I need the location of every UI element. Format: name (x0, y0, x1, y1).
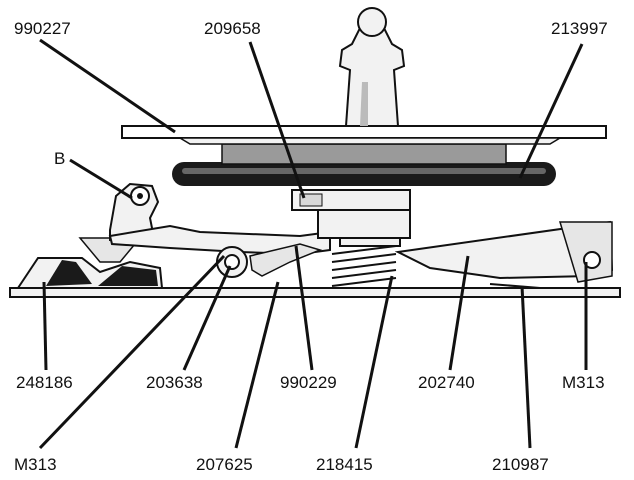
actuator-arm-990229 (108, 224, 331, 256)
label-248186: 248186 (16, 373, 73, 392)
spindle (338, 7, 406, 127)
label-990227: 990227 (14, 19, 71, 38)
belt-213997 (172, 162, 556, 186)
part-labels: 990227 209658 213997 B 248186 203638 990… (14, 19, 608, 474)
top-plate-990227 (121, 125, 607, 145)
pivot-203638 (216, 246, 248, 278)
label-202740: 202740 (418, 373, 475, 392)
label-m313-right: M313 (562, 373, 605, 392)
label-210987: 210987 (492, 455, 549, 474)
lever-202740 (394, 220, 614, 283)
label-m313-left: M313 (14, 455, 57, 474)
label-b: B (54, 149, 65, 168)
pawl-207625 (249, 243, 323, 277)
base-plate (9, 283, 621, 298)
label-203638: 203638 (146, 373, 203, 392)
spring-218415 (331, 237, 401, 287)
label-207625: 207625 (196, 455, 253, 474)
label-213997: 213997 (551, 19, 608, 38)
leader-lines (38, 38, 588, 450)
friction-pad (221, 143, 507, 165)
label-218415: 218415 (316, 455, 373, 474)
label-209658: 209658 (204, 19, 261, 38)
hub-209658 (291, 189, 411, 239)
label-990229: 990229 (280, 373, 337, 392)
